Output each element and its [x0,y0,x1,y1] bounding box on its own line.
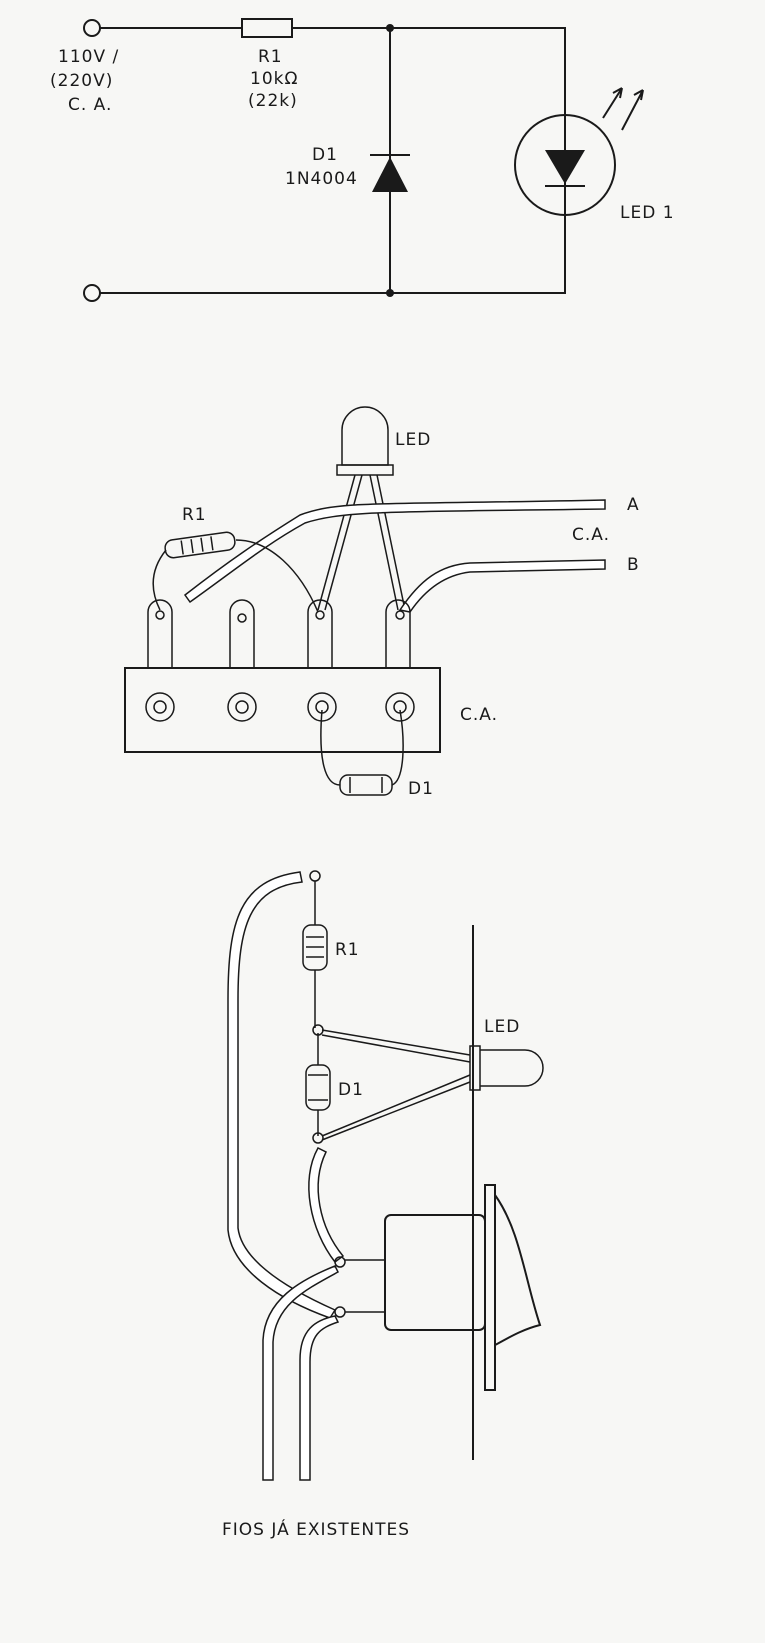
d1-name: D1 [312,145,338,165]
d1-label: D1 [408,779,434,799]
led-symbol-circle [514,114,616,216]
led-symbol [545,150,585,184]
r1-label: R1 [335,940,360,960]
caption: FIOS JÁ EXISTENTES [222,1518,410,1540]
terminal-screws [145,692,415,722]
d1-part: 1N4004 [285,169,358,189]
installation-drawing: R1 LED D1 FIOS JÁ EXISTENTES [222,870,544,1540]
led-name: LED 1 [620,203,675,223]
led-label: LED [484,1017,520,1037]
r1-value: 10kΩ [250,69,298,89]
terminal-a-label: A [627,495,640,515]
existing-wire [299,1315,340,1481]
schematic-wires [100,27,566,294]
led-leads [317,474,406,611]
supply-label: 110V / [58,47,119,67]
existing-wire [262,1265,339,1481]
junction-dot [386,24,394,32]
r1-alt-value: (22k) [248,91,298,111]
ac-terminal-top [83,19,101,37]
wire-a [183,499,606,604]
led-leads [321,1029,471,1141]
led-body [480,1049,544,1087]
light-emission-arrows-icon [602,87,644,131]
led-body [341,406,389,466]
diode-d1 [339,774,393,796]
wire-ca-label: C.A. [572,525,610,545]
strip-ca-label: C.A. [460,705,498,725]
terminal-strip [124,667,441,753]
r1-label: R1 [182,505,207,525]
resistor-r1 [302,924,328,971]
schematic: 110V / (220V) C. A. R1 10kΩ (22k) D1 1N4… [50,18,675,302]
terminal-b-label: B [627,555,640,575]
d1-label: D1 [338,1080,364,1100]
led-flange [469,1045,481,1091]
supply-label: C. A. [68,95,112,115]
diode-d1 [305,1064,331,1111]
wire-loop [227,871,337,1319]
resistor-r1 [164,531,236,559]
junction-dot [386,289,394,297]
diode-d1-symbol [372,157,408,192]
r1-name: R1 [258,47,283,67]
ac-terminal-bottom [83,284,101,302]
wire-b [398,559,606,613]
switch-body [384,1214,486,1331]
assembly-drawing: LED R1 A C.A. B C.A. D1 [124,406,640,799]
led-label: LED [395,430,431,450]
switch-plate [484,1184,542,1391]
terminal-tabs [147,599,411,668]
resistor-r1-symbol [241,18,293,38]
supply-label: (220V) [50,71,113,91]
